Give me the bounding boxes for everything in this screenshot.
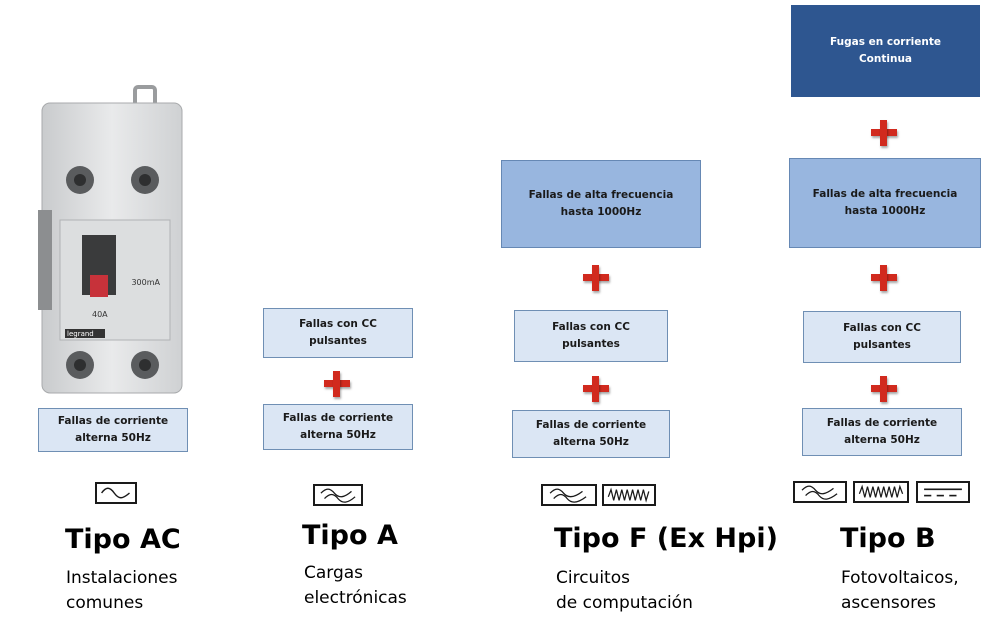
high-frequency-wave-icon	[602, 484, 656, 506]
b-box-direct-current: Fugas en corriente Continua	[791, 5, 980, 97]
tipo-f-subtitle: Circuitos de computación	[556, 568, 693, 613]
ac-box-alternating: Fallas de corriente alterna 50Hz	[38, 408, 188, 452]
plus-icon	[868, 117, 900, 149]
high-frequency-wave-icon	[853, 481, 909, 503]
b-box-high-frequency: Fallas de alta frecuencia hasta 1000Hz	[789, 158, 981, 248]
pulsating-wave-icon	[793, 481, 847, 503]
f-box-high-frequency: Fallas de alta frecuencia hasta 1000Hz	[501, 160, 701, 248]
plus-icon	[868, 373, 900, 405]
tipo-a-subtitle: Cargas electrónicas	[304, 563, 407, 608]
pulsating-wave-icon	[313, 484, 363, 506]
b-box-alternating: Fallas de corriente alterna 50Hz	[802, 408, 962, 456]
breaker-illustration: 300mA 40A legrand	[38, 85, 183, 394]
direct-current-icon	[916, 481, 970, 503]
plus-icon	[321, 368, 353, 400]
rcd-breaker-image: 300mA 40A legrand	[30, 85, 200, 405]
tipo-a-title: Tipo A	[302, 520, 398, 551]
current-label: 300mA	[131, 278, 160, 287]
tipo-b-title: Tipo B	[840, 523, 936, 554]
sine-wave-icon	[95, 482, 137, 504]
tipo-ac-subtitle: Instalaciones comunes	[66, 568, 178, 613]
tipo-ac-title: Tipo AC	[65, 524, 181, 555]
pulsating-wave-icon	[541, 484, 597, 506]
plus-icon	[580, 373, 612, 405]
a-box-alternating: Fallas de corriente alterna 50Hz	[263, 404, 413, 450]
rating-label: 40A	[92, 310, 108, 319]
tipo-b-subtitle: Fotovoltaicos, ascensores	[841, 568, 959, 613]
plus-icon	[868, 262, 900, 294]
a-box-pulsating: Fallas con CC pulsantes	[263, 308, 413, 358]
brand-label: legrand	[67, 330, 94, 338]
f-box-pulsating: Fallas con CC pulsantes	[514, 310, 668, 362]
tipo-f-title: Tipo F (Ex Hpi)	[554, 523, 778, 554]
b-box-pulsating: Fallas con CC pulsantes	[803, 311, 961, 363]
f-box-alternating: Fallas de corriente alterna 50Hz	[512, 410, 670, 458]
plus-icon	[580, 262, 612, 294]
